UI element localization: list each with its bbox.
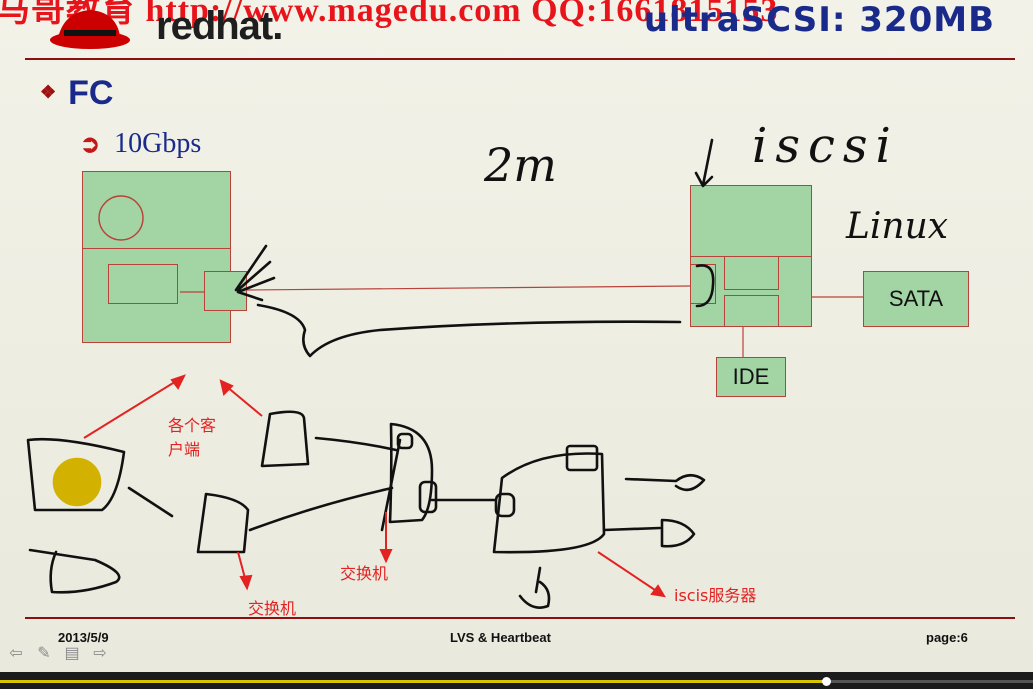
annotation-iscsi-server: iscis服务器 xyxy=(674,586,757,605)
sata-box: SATA xyxy=(863,271,969,327)
video-player-bar xyxy=(0,672,1033,689)
redhat-shadowman-icon xyxy=(50,10,130,49)
slide: 马哥教育 http://www.magedu.com QQ:1661815153… xyxy=(0,0,1033,672)
handwritten-arrow xyxy=(694,138,714,188)
client-disk-icon xyxy=(52,457,102,507)
pen-strokes xyxy=(26,138,715,609)
nav-pen-icon[interactable]: ✎ xyxy=(37,645,51,662)
annotation-clients-line1: 各个客 xyxy=(168,416,217,435)
seek-handle[interactable] xyxy=(822,677,832,686)
storage-port-lower xyxy=(724,295,779,327)
iscsi-server xyxy=(492,452,606,554)
annotation-switch-left: 交换机 xyxy=(248,599,297,618)
fc-host-box xyxy=(82,171,231,343)
footer-title: LVS & Heartbeat xyxy=(450,630,551,645)
handwritten-os: Linux xyxy=(846,206,949,247)
handwritten-protocol: iscsi xyxy=(752,118,899,174)
nav-prev-icon[interactable]: ⇦ xyxy=(9,645,23,662)
nav-menu-icon[interactable]: ▤ xyxy=(64,645,80,662)
slide-nav: ⇦ ✎ ▤ ⇨ xyxy=(6,646,110,662)
fc-host-card xyxy=(108,264,178,304)
sketch-layer xyxy=(26,138,863,609)
logo-text: redhat. xyxy=(156,4,283,48)
bullet-main-text: FC xyxy=(68,74,114,112)
ide-box: IDE xyxy=(716,357,786,397)
annotation-arrows xyxy=(83,374,666,598)
storage-port-upper xyxy=(724,256,779,290)
bottom-divider xyxy=(25,617,1015,619)
redhat-logo: redhat. xyxy=(30,2,290,54)
arrow-bullet-icon: ➲ xyxy=(80,132,101,158)
annotation-clients-line2: 户端 xyxy=(168,440,201,459)
bullet-main: ❖ FC xyxy=(40,74,113,113)
annotation-switch-mid: 交换机 xyxy=(340,564,389,583)
fc-host-divider xyxy=(82,248,231,249)
footer-date: 2013/5/9 xyxy=(58,630,109,645)
handwritten-distance: 2m xyxy=(484,138,557,192)
seek-progress xyxy=(0,680,827,683)
bullet-sub: ➲ 10Gbps xyxy=(80,128,201,160)
footer-page: page:6 xyxy=(926,630,968,645)
slide-heading: ultraSCSI: 320MB xyxy=(643,0,995,40)
switch-mid xyxy=(388,422,434,524)
client-1 xyxy=(26,437,126,512)
top-divider xyxy=(25,58,1015,60)
switch-left xyxy=(196,492,250,554)
diamond-bullet-icon: ❖ xyxy=(40,82,57,102)
nav-next-icon[interactable]: ⇨ xyxy=(93,645,107,662)
bullet-sub-text: 10Gbps xyxy=(114,128,202,159)
client-2 xyxy=(260,410,310,468)
host-disk-icon xyxy=(98,195,144,241)
fc-cable xyxy=(246,285,691,291)
watermark: 马哥教育 http://www.magedu.com QQ:1661815153 xyxy=(0,0,779,29)
